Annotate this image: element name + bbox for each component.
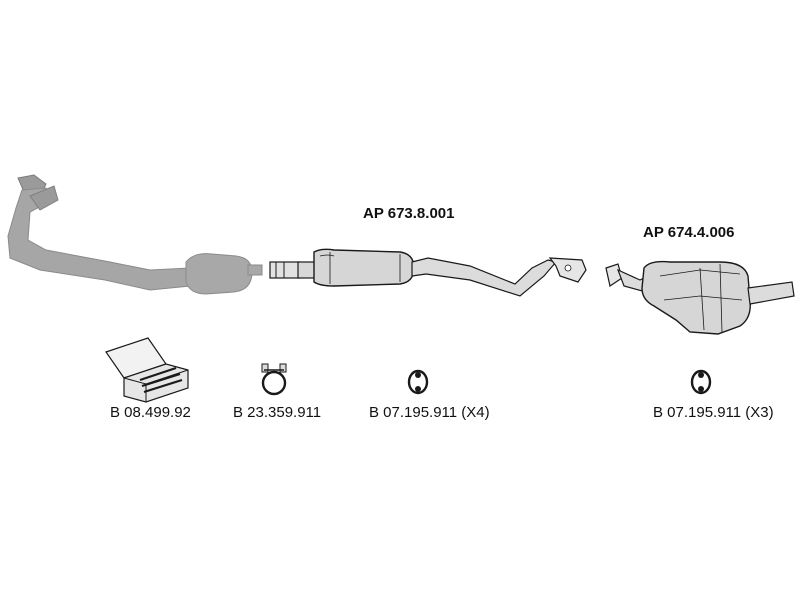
clamp-icon[interactable] [261, 363, 287, 396]
mounting-kit-box-icon[interactable] [105, 337, 189, 403]
rubber-ring-rear-icon[interactable] [690, 369, 712, 395]
rubber-ring-rear-code: B 07.195.911 (X3) [653, 404, 774, 421]
clamp-code: B 23.359.911 [233, 404, 321, 421]
rear-silencer-code: AP 674.4.006 [643, 224, 734, 241]
rubber-ring-front-icon[interactable] [407, 369, 429, 395]
rear-silencer-assembly[interactable] [605, 260, 795, 335]
rubber-ring-front-code: B 07.195.911 (X4) [369, 404, 490, 421]
center-silencer-assembly[interactable] [269, 248, 587, 297]
front-pipe-catalyst[interactable] [7, 174, 263, 295]
mounting-kit-code: B 08.499.92 [110, 404, 191, 421]
center-silencer-code: AP 673.8.001 [363, 205, 454, 222]
